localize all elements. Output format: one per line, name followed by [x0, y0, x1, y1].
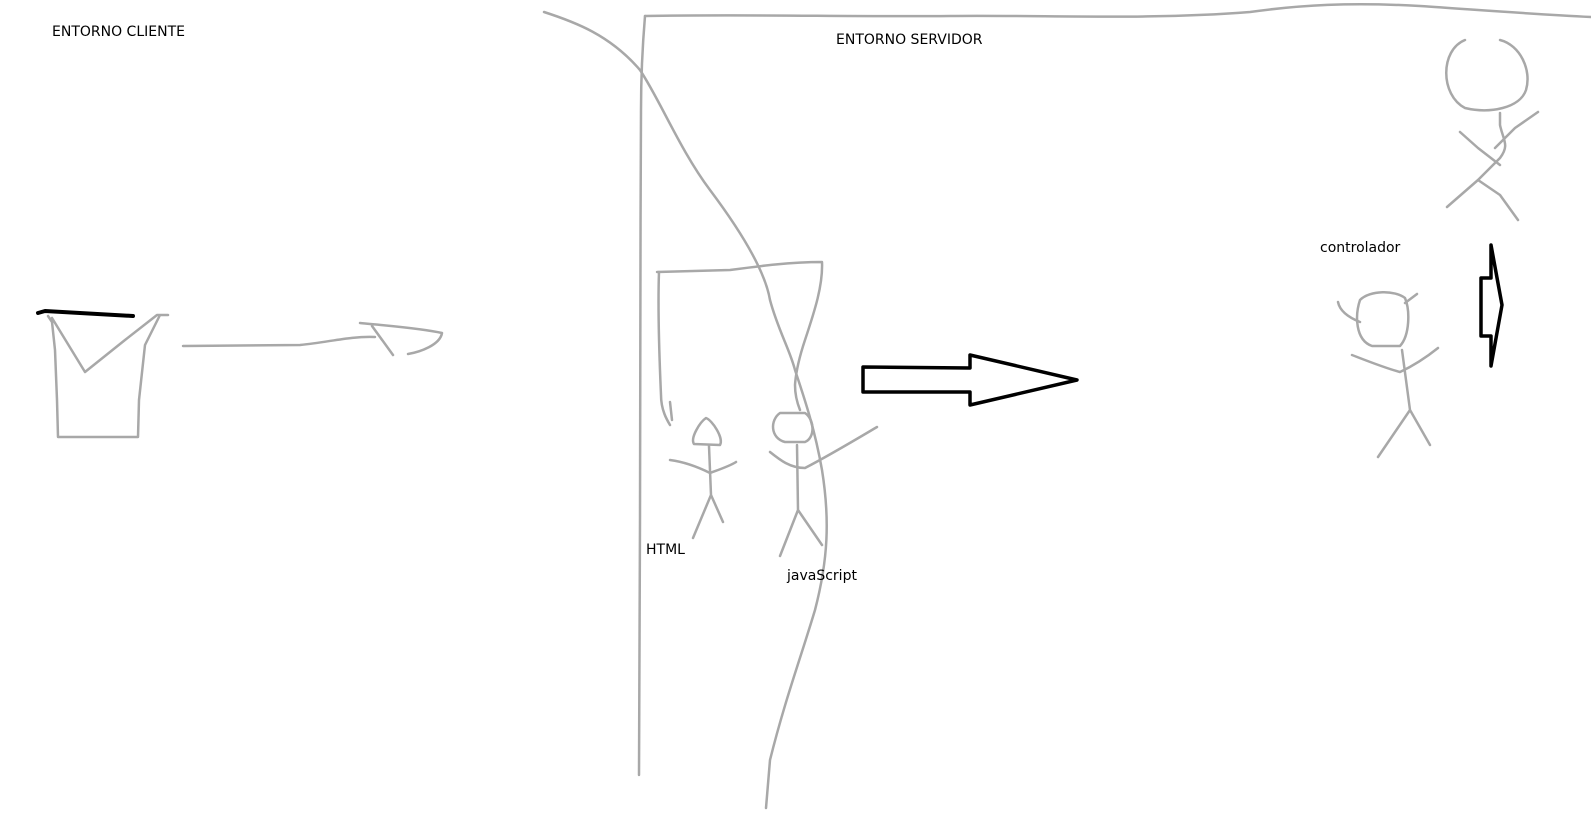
diagonal-boundary-line — [542, 10, 828, 810]
client-bin-lid — [36, 309, 135, 318]
javascript-stick-figure — [768, 411, 879, 558]
controller-label: controlador — [1320, 240, 1401, 256]
server-environment-label: ENTORNO SERVIDOR — [836, 32, 983, 48]
server-document-left-edge — [657, 270, 674, 427]
server-top-border — [643, 2, 1591, 19]
html-stick-figure — [668, 416, 738, 540]
server-top-stick-figure — [1445, 38, 1540, 222]
server-left-border — [637, 14, 647, 777]
javascript-label: javaScript — [787, 568, 857, 584]
server-document-outline — [655, 260, 824, 412]
html-label: HTML — [646, 542, 685, 558]
right-down-arrow — [1479, 243, 1504, 368]
client-bin-body — [46, 313, 170, 439]
client-environment-label: ENTORNO CLIENTE — [52, 24, 185, 40]
big-right-arrow — [861, 353, 1079, 407]
client-connection-line — [181, 321, 444, 357]
controller-stick-figure — [1336, 291, 1440, 459]
